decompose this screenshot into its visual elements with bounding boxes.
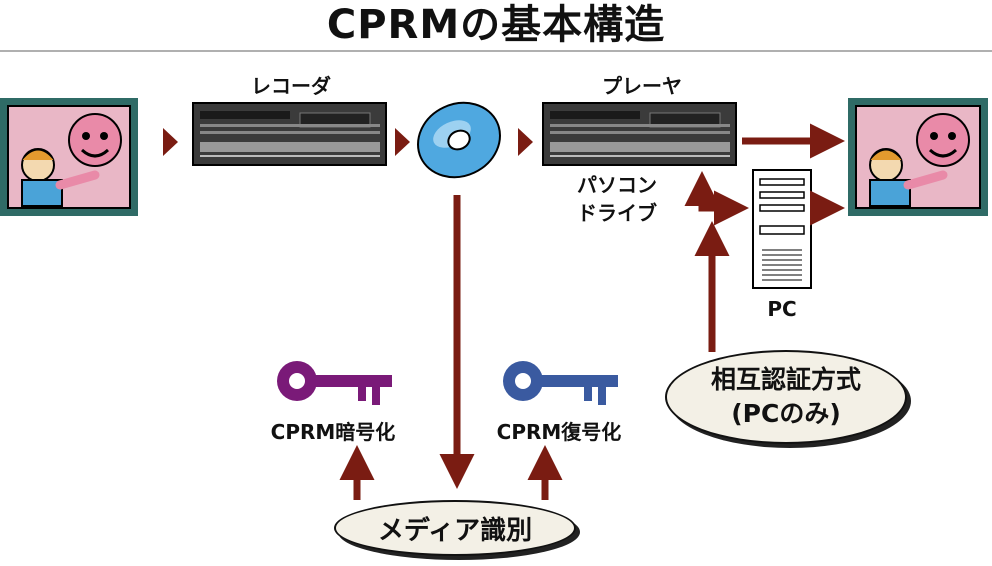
arrow-disc-to-player xyxy=(518,128,533,156)
mutual-auth-oval: 相互認証方式 (PCのみ) xyxy=(665,350,907,444)
pc-tower-icon xyxy=(752,169,812,289)
cprm-encrypt-label: CPRM暗号化 xyxy=(270,420,396,444)
mutual-auth-label-line1: 相互認証方式 xyxy=(710,365,861,394)
title-divider xyxy=(0,50,992,52)
pc-drive-label: パソコン ドライブ xyxy=(562,171,672,227)
arrow-tv-to-recorder xyxy=(163,128,178,156)
media-id-oval: メディア識別 xyxy=(334,500,576,556)
arrow-drive-loop xyxy=(698,183,749,226)
page-title: CPRMの基本構造 xyxy=(326,2,666,48)
arrow-recorder-to-disc xyxy=(395,128,410,156)
player-label: プレーヤ xyxy=(602,74,682,98)
mutual-auth-label-line2: (PCのみ) xyxy=(731,399,841,428)
recorder-label: レコーダ xyxy=(251,74,331,98)
pc-drive-label-line1: パソコン xyxy=(577,173,657,197)
output-tv-icon xyxy=(848,98,988,216)
recorder-icon xyxy=(192,102,387,166)
pc-label: PC xyxy=(767,297,797,321)
decrypt-key-icon xyxy=(503,361,618,405)
flow-arrows xyxy=(163,128,533,156)
encrypt-key-icon xyxy=(277,361,392,405)
media-id-label: メディア識別 xyxy=(377,515,533,546)
pc-drive-label-line2: ドライブ xyxy=(577,201,657,225)
player-icon xyxy=(542,102,737,166)
source-tv-icon xyxy=(0,98,138,216)
disc-icon xyxy=(417,101,501,179)
cprm-decrypt-label: CPRM復号化 xyxy=(496,420,622,444)
